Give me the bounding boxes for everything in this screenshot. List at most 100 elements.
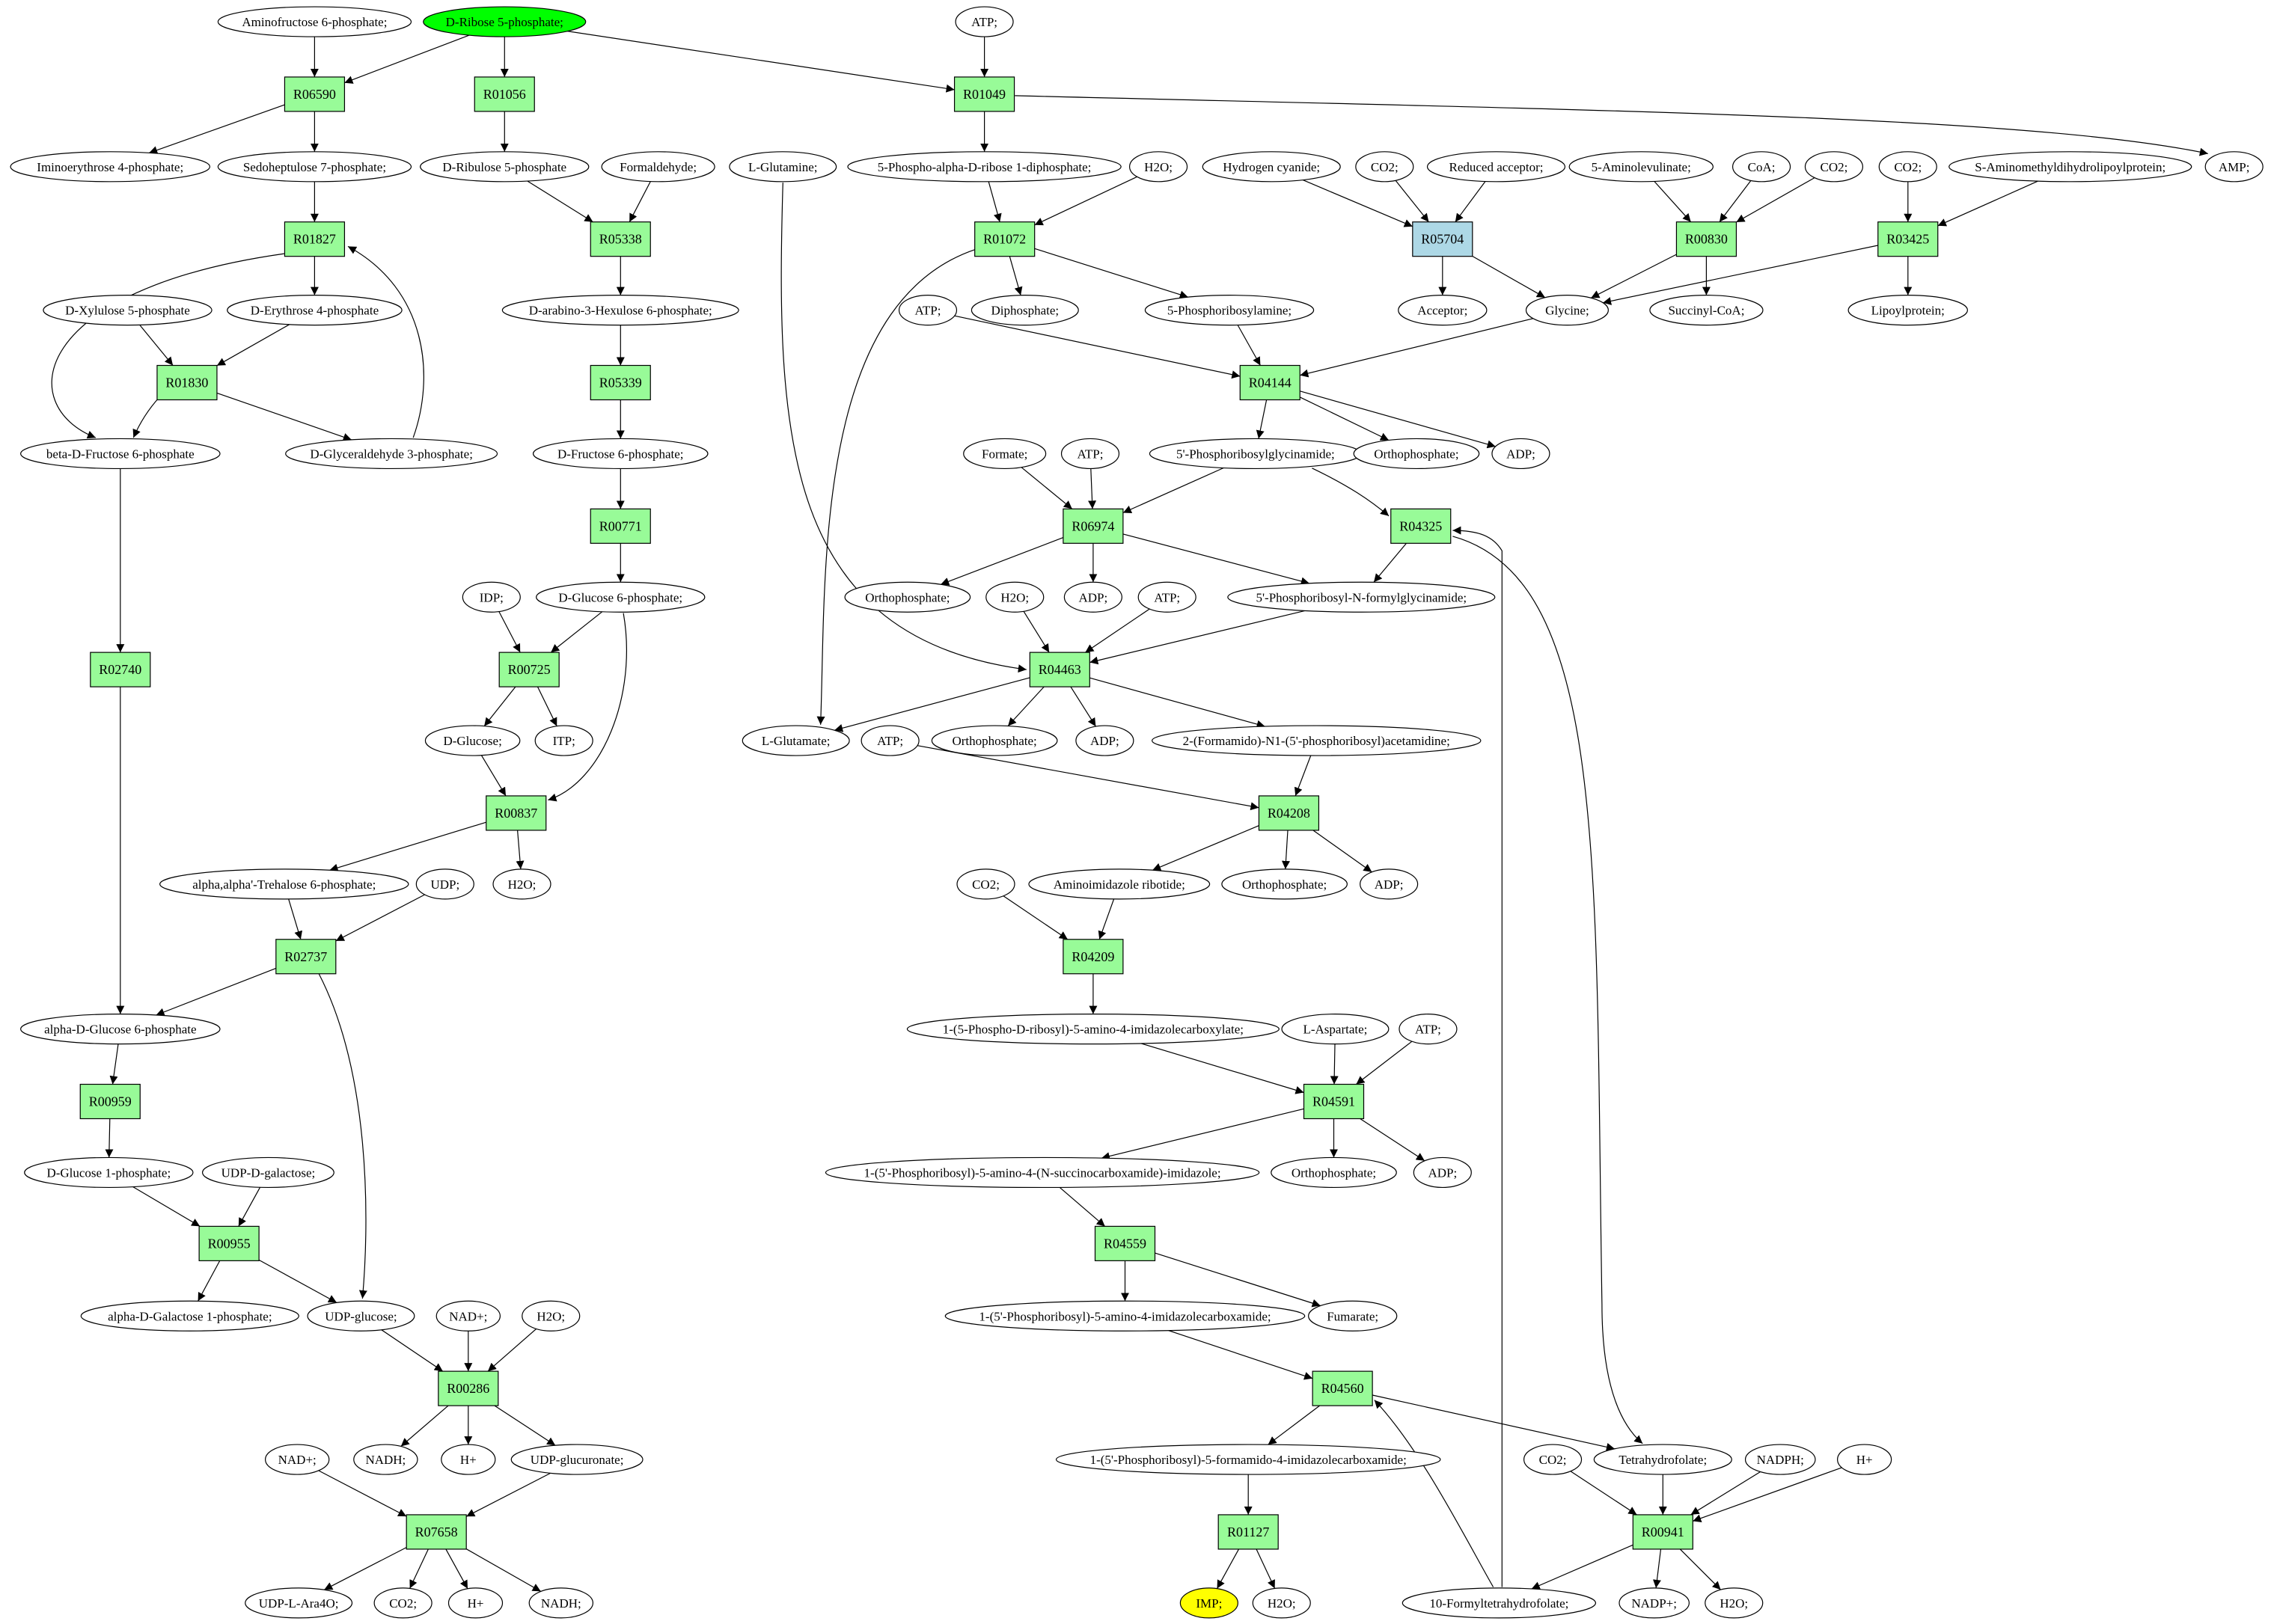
reaction-node[interactable]: R00959: [79, 1083, 141, 1120]
metabolite-node[interactable]: beta-D-Fructose 6-phosphate: [20, 438, 221, 470]
metabolite-node[interactable]: Fumarate;: [1308, 1300, 1398, 1332]
metabolite-node[interactable]: 1-(5'-Phosphoribosyl)-5-amino-4-(N-succi…: [825, 1156, 1260, 1189]
reaction-node[interactable]: R00955: [198, 1225, 260, 1261]
metabolite-node[interactable]: Aminofructose 6-phosphate;: [217, 6, 412, 37]
metabolite-node[interactable]: H+: [447, 1587, 504, 1619]
metabolite-node[interactable]: H2O;: [1252, 1587, 1311, 1619]
reaction-node[interactable]: R01127: [1217, 1514, 1279, 1550]
metabolite-node[interactable]: ATP;: [898, 295, 958, 326]
metabolite-node[interactable]: D-Ribose 5-phosphate;: [423, 6, 587, 37]
reaction-node[interactable]: R04325: [1390, 508, 1452, 544]
metabolite-node[interactable]: D-Glyceraldehyde 3-phosphate;: [285, 438, 498, 470]
metabolite-node[interactable]: ADP;: [1063, 581, 1122, 613]
metabolite-node[interactable]: ADP;: [1360, 868, 1419, 900]
metabolite-node[interactable]: 1-(5'-Phosphoribosyl)-5-amino-4-imidazol…: [944, 1300, 1306, 1332]
metabolite-node[interactable]: NADP+;: [1619, 1587, 1690, 1619]
metabolite-node[interactable]: ADP;: [1075, 725, 1134, 756]
reaction-node[interactable]: R01056: [474, 76, 535, 112]
metabolite-node[interactable]: Aminoimidazole ribotide;: [1028, 868, 1211, 900]
reaction-node[interactable]: R05339: [590, 364, 651, 401]
metabolite-node[interactable]: L-Glutamine;: [729, 151, 837, 183]
metabolite-node[interactable]: 5-Phospho-alpha-D-ribose 1-diphosphate;: [847, 151, 1122, 183]
reaction-node[interactable]: R05338: [590, 221, 651, 257]
reaction-node[interactable]: R02737: [275, 939, 337, 975]
metabolite-node[interactable]: IMP;: [1179, 1587, 1238, 1619]
reaction-node[interactable]: R00830: [1675, 221, 1737, 257]
metabolite-node[interactable]: H+: [1837, 1444, 1892, 1475]
metabolite-node[interactable]: NAD+;: [265, 1444, 330, 1475]
metabolite-node[interactable]: ADP;: [1491, 438, 1550, 470]
metabolite-node[interactable]: ATP;: [955, 6, 1014, 37]
reaction-node[interactable]: R05704: [1412, 221, 1473, 257]
metabolite-node[interactable]: 5-Phosphoribosylamine;: [1144, 295, 1315, 326]
metabolite-node[interactable]: CoA;: [1731, 151, 1791, 183]
metabolite-node[interactable]: D-Glucose 6-phosphate;: [536, 581, 706, 613]
metabolite-node[interactable]: UDP;: [415, 868, 474, 900]
metabolite-node[interactable]: 5'-Phosphoribosyl-N-formylglycinamide;: [1227, 581, 1496, 613]
metabolite-node[interactable]: alpha-D-Galactose 1-phosphate;: [80, 1300, 299, 1332]
metabolite-node[interactable]: alpha,alpha'-Trehalose 6-phosphate;: [159, 868, 409, 900]
metabolite-node[interactable]: CO2;: [1804, 151, 1864, 183]
metabolite-node[interactable]: Orthophosphate;: [1221, 868, 1348, 900]
metabolite-node[interactable]: Iminoerythrose 4-phosphate;: [10, 151, 211, 183]
metabolite-node[interactable]: D-Glucose;: [424, 725, 521, 756]
reaction-node[interactable]: R07658: [406, 1514, 467, 1550]
metabolite-node[interactable]: NADH;: [353, 1444, 418, 1475]
reaction-node[interactable]: R00941: [1632, 1514, 1693, 1550]
metabolite-node[interactable]: Orthophosphate;: [844, 581, 971, 613]
reaction-node[interactable]: R01827: [284, 221, 346, 257]
metabolite-node[interactable]: 10-Formyltetrahydrofolate;: [1402, 1587, 1597, 1619]
metabolite-node[interactable]: H+: [441, 1444, 496, 1475]
reaction-node[interactable]: R04560: [1312, 1370, 1373, 1406]
reaction-node[interactable]: R00837: [486, 795, 547, 831]
reaction-node[interactable]: R06590: [284, 76, 346, 112]
metabolite-node[interactable]: H2O;: [1705, 1587, 1764, 1619]
reaction-node[interactable]: R03425: [1877, 221, 1939, 257]
metabolite-node[interactable]: D-Glucose 1-phosphate;: [24, 1156, 194, 1189]
metabolite-node[interactable]: CO2;: [956, 868, 1015, 900]
metabolite-node[interactable]: ADP;: [1413, 1156, 1472, 1189]
metabolite-node[interactable]: CO2;: [1355, 151, 1414, 183]
reaction-node[interactable]: R00725: [498, 652, 560, 687]
metabolite-node[interactable]: D-arabino-3-Hexulose 6-phosphate;: [501, 295, 739, 326]
reaction-node[interactable]: R01049: [953, 76, 1015, 112]
metabolite-node[interactable]: H2O;: [1128, 151, 1188, 183]
metabolite-node[interactable]: Succinyl-CoA;: [1649, 295, 1764, 326]
reaction-node[interactable]: R02740: [90, 652, 151, 687]
metabolite-node[interactable]: 5'-Phosphoribosylglycinamide;: [1149, 438, 1362, 470]
reaction-node[interactable]: R00771: [590, 508, 651, 544]
metabolite-node[interactable]: Reduced acceptor;: [1426, 151, 1566, 183]
metabolite-node[interactable]: UDP-L-Ara4O;: [245, 1587, 353, 1619]
metabolite-node[interactable]: D-Fructose 6-phosphate;: [532, 438, 709, 470]
metabolite-node[interactable]: Sedoheptulose 7-phosphate;: [217, 151, 412, 183]
metabolite-node[interactable]: Formaldehyde;: [601, 151, 715, 183]
metabolite-node[interactable]: AMP;: [2204, 151, 2264, 183]
metabolite-node[interactable]: 5-Aminolevulinate;: [1568, 151, 1714, 183]
metabolite-node[interactable]: ITP;: [534, 725, 593, 756]
metabolite-node[interactable]: Tetrahydrofolate;: [1593, 1444, 1732, 1475]
reaction-node[interactable]: R04208: [1258, 795, 1320, 831]
reaction-node[interactable]: R04144: [1239, 364, 1300, 401]
metabolite-node[interactable]: Orthophosphate;: [931, 725, 1058, 756]
reaction-node[interactable]: R06974: [1063, 508, 1124, 544]
metabolite-node[interactable]: L-Glutamate;: [742, 725, 850, 756]
reaction-node[interactable]: R00286: [438, 1370, 499, 1406]
metabolite-node[interactable]: ATP;: [1399, 1014, 1458, 1045]
metabolite-node[interactable]: CO2;: [373, 1587, 433, 1619]
metabolite-node[interactable]: ATP;: [1060, 438, 1120, 470]
metabolite-node[interactable]: D-Erythrose 4-phosphate: [227, 295, 403, 326]
metabolite-node[interactable]: Orthophosphate;: [1271, 1156, 1397, 1189]
metabolite-node[interactable]: S-Aminomethyldihydrolipoylprotein;: [1948, 151, 2192, 183]
metabolite-node[interactable]: NADH;: [528, 1587, 593, 1619]
metabolite-node[interactable]: Orthophosphate;: [1353, 438, 1480, 470]
metabolite-node[interactable]: alpha-D-Glucose 6-phosphate: [20, 1014, 221, 1045]
metabolite-node[interactable]: IDP;: [462, 581, 521, 613]
reaction-node[interactable]: R04463: [1029, 652, 1090, 687]
reaction-node[interactable]: R04209: [1063, 939, 1124, 975]
metabolite-node[interactable]: Lipoylprotein;: [1847, 295, 1968, 326]
metabolite-node[interactable]: H2O;: [985, 581, 1045, 613]
reaction-node[interactable]: R04559: [1094, 1225, 1156, 1261]
metabolite-node[interactable]: CO2;: [1523, 1444, 1583, 1475]
metabolite-node[interactable]: NADPH;: [1744, 1444, 1816, 1475]
metabolite-node[interactable]: UDP-glucuronate;: [510, 1444, 644, 1475]
